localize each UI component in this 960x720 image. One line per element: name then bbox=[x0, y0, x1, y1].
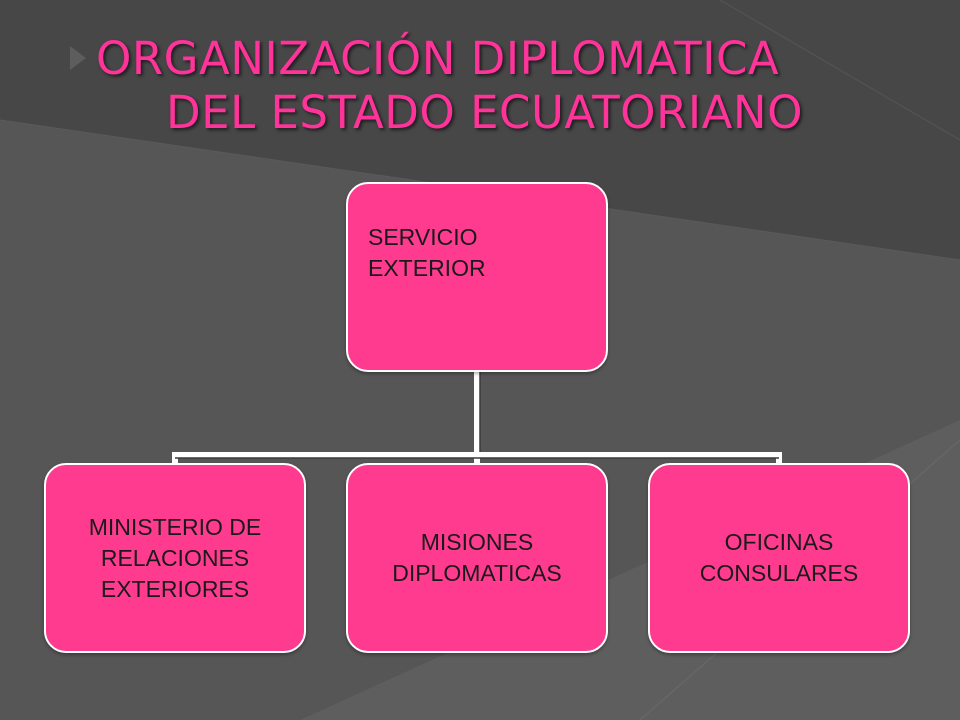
node-misiones: MISIONES DIPLOMATICAS bbox=[346, 463, 608, 653]
node-label: MINISTERIO DE RELACIONES EXTERIORES bbox=[88, 513, 262, 602]
node-label: MISIONES DIPLOMATICAS bbox=[392, 529, 562, 586]
node-ministerio: MINISTERIO DE RELACIONES EXTERIORES bbox=[44, 463, 306, 653]
slide-title: ORGANIZACIÓN DIPLOMATICA DEL ESTADO ECUA… bbox=[96, 32, 926, 140]
node-servicio-exterior: SERVICIO EXTERIOR bbox=[346, 182, 608, 372]
node-label: OFICINAS CONSULARES bbox=[699, 529, 859, 586]
title-line-1: ORGANIZACIÓN DIPLOMATICA bbox=[96, 32, 780, 85]
node-label: SERVICIO EXTERIOR bbox=[368, 224, 486, 281]
node-oficinas: OFICINAS CONSULARES bbox=[648, 463, 910, 653]
title-bullet-icon bbox=[70, 46, 86, 70]
title-line-2: DEL ESTADO ECUATORIANO bbox=[166, 86, 804, 139]
